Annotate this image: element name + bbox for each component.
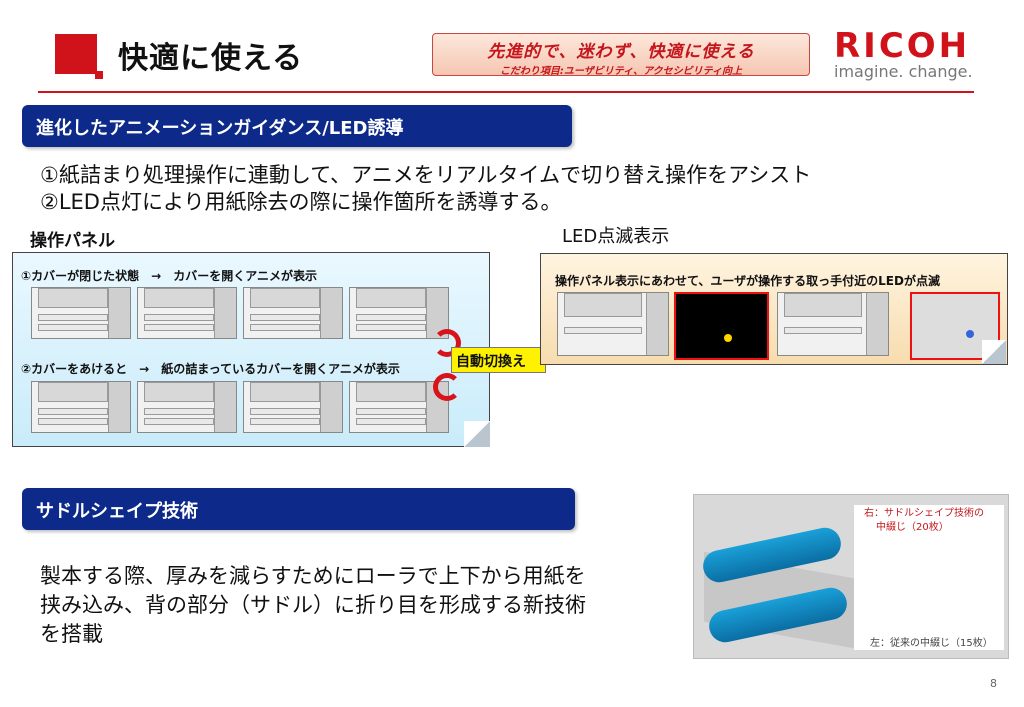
caption-led-blink: 操作パネル表示にあわせて、ユーザが操作する取っ手付近のLEDが点滅	[555, 274, 940, 288]
page-title: 快適に使える	[118, 41, 304, 76]
ricoh-logo: RICOH	[834, 26, 971, 66]
description-line-2: ②LED点灯により用紙除去の際に操作箇所を誘導する。	[40, 190, 562, 214]
saddle-desc-line-3: を搭載	[40, 622, 103, 646]
page-number: 8	[990, 677, 997, 690]
operation-panel-illustration: ①カバーが閉じた状態 → カバーを開くアニメが表示 ②カバーをあけると → 紙の…	[12, 252, 490, 447]
saddle-shape-photo: 右：サドルシェイプ技術の 中綴じ（20枚） 左：従来の中綴じ（15枚）	[693, 494, 1009, 659]
saddle-desc-line-1: 製本する際、厚みを減らすためにローラで上下から用紙を	[40, 564, 586, 588]
caption-saddle-right-2: 中綴じ（20枚）	[876, 522, 949, 533]
printer-led-frame-2	[777, 292, 889, 356]
tagline-main: 先進的で、迷わず、快適に使える	[487, 42, 755, 62]
section-title-saddle: サドルシェイプ技術	[22, 488, 575, 530]
led-photo-1	[674, 292, 769, 360]
tagline-banner: 先進的で、迷わず、快適に使える こだわり項目:ユーザビリティ、アクセシビリティ向…	[432, 33, 810, 77]
page-curl-icon	[464, 421, 490, 447]
printer-frame-1	[31, 287, 131, 339]
panel-label-led: LED点滅表示	[562, 226, 670, 247]
caption-saddle-right-1: 右：サドルシェイプ技術の	[864, 508, 984, 519]
printer-frame-2	[137, 287, 237, 339]
ricoh-slogan: imagine. change.	[834, 62, 973, 81]
printer-frame-5	[31, 381, 131, 433]
printer-frame-3	[243, 287, 343, 339]
page-curl-icon-right	[982, 340, 1006, 364]
booklet-comparison	[854, 505, 1004, 650]
led-panel-illustration: 操作パネル表示にあわせて、ユーザが操作する取っ手付近のLEDが点滅	[540, 253, 1008, 365]
printer-frame-6	[137, 381, 237, 433]
title-marker-icon	[55, 34, 103, 79]
description-line-1: ①紙詰まり処理操作に連動して、アニメをリアルタイムで切り替え操作をアシスト	[40, 163, 812, 187]
header-divider	[38, 91, 974, 93]
saddle-desc-line-2: 挟み込み、背の部分（サドル）に折り目を形成する新技術	[40, 593, 586, 617]
section-title-animation: 進化したアニメーションガイダンス/LED誘導	[22, 105, 572, 147]
caption-saddle-left: 左：従来の中綴じ（15枚）	[870, 638, 993, 649]
printer-frame-8	[349, 381, 449, 433]
auto-switch-badge: 自動切換え	[451, 347, 546, 373]
printer-frame-7	[243, 381, 343, 433]
printer-led-frame-1	[557, 292, 669, 356]
printer-frame-4	[349, 287, 449, 339]
tagline-sub: こだわり項目:ユーザビリティ、アクセシビリティ向上	[499, 66, 743, 77]
caption-cover-open: ②カバーをあけると → 紙の詰まっているカバーを開くアニメが表示	[21, 362, 400, 376]
rotate-arrow-icon-lower	[433, 373, 461, 401]
rotate-arrow-icon	[433, 329, 461, 357]
caption-cover-closed: ①カバーが閉じた状態 → カバーを開くアニメが表示	[21, 269, 317, 283]
panel-label-operation: 操作パネル	[30, 231, 115, 251]
